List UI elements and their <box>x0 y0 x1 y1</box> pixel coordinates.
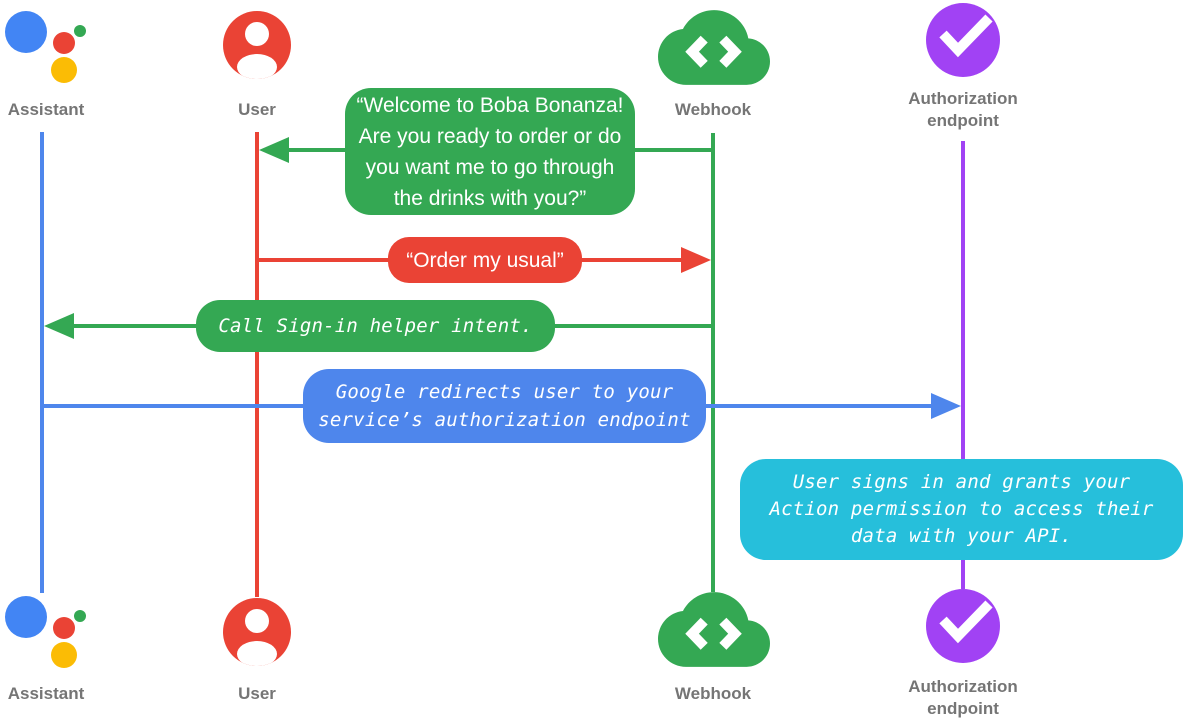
authorization-endpoint-lifeline <box>961 141 965 589</box>
message-signin-helper: Call Sign-in helper intent. <box>196 300 555 352</box>
user-label: User <box>238 684 276 703</box>
assistant-label: Assistant <box>7 100 85 119</box>
authorization-endpoint-icon <box>926 589 1000 668</box>
user-icon <box>223 11 291 84</box>
assistant-icon <box>4 8 88 89</box>
message-grant-permission: User signs in and grants your Action per… <box>740 459 1183 560</box>
user-icon <box>223 598 291 671</box>
welcome-arrowhead-icon <box>259 137 289 163</box>
webhook-lifeline <box>711 133 715 592</box>
authorization-endpoint-label: Authorization endpoint <box>908 677 1018 718</box>
assistant-lifeline <box>40 132 44 593</box>
authorization-endpoint-icon <box>926 3 1000 82</box>
assistant-icon <box>4 593 88 674</box>
authorization-endpoint-label: Authorization endpoint <box>908 89 1018 130</box>
redirect-arrowhead-icon <box>931 393 961 419</box>
assistant-label: Assistant <box>7 684 85 703</box>
webhook-label: Webhook <box>674 684 752 703</box>
webhook-cloud-icon <box>658 592 770 672</box>
order-arrowhead-icon <box>681 247 711 273</box>
message-redirect: Google redirects user to your service’s … <box>303 369 706 443</box>
webhook-label: Webhook <box>674 100 752 119</box>
message-order: “Order my usual” <box>388 237 582 283</box>
user-label: User <box>238 100 276 119</box>
message-welcome: “Welcome to Boba Bonanza! Are you ready … <box>345 88 635 215</box>
signin-arrowhead-icon <box>44 313 74 339</box>
webhook-cloud-icon <box>658 10 770 90</box>
user-lifeline <box>255 132 259 597</box>
